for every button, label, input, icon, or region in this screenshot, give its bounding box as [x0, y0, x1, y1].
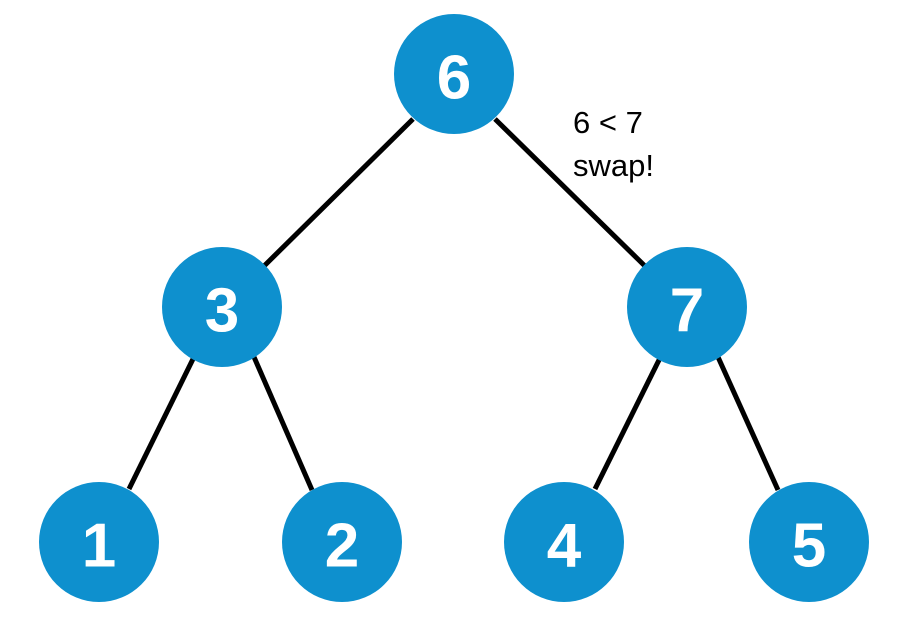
- node-label-left-left: 1: [82, 512, 116, 581]
- tree-node-right-right[interactable]: 5: [749, 482, 869, 602]
- tree-node-root[interactable]: 6: [394, 14, 514, 134]
- node-label-root: 6: [437, 44, 471, 113]
- node-circle-right[interactable]: [627, 247, 747, 367]
- edge-left-to-left-left: [126, 357, 196, 491]
- edge-right-to-right-left: [592, 356, 663, 491]
- edge-left-to-left-right: [251, 356, 315, 491]
- edges-group: [126, 117, 781, 492]
- swap-annotation: 6 < 7 swap!: [573, 105, 654, 183]
- tree-node-left-left[interactable]: 1: [39, 482, 159, 602]
- node-circle-left[interactable]: [162, 247, 282, 367]
- tree-node-right-left[interactable]: 4: [504, 482, 624, 602]
- nodes-group: 6 3 7 1 2 4: [39, 14, 869, 602]
- annotation-comparison-text: 6 < 7: [573, 105, 643, 140]
- edge-root-to-right: [493, 117, 653, 274]
- node-circle-root[interactable]: [394, 14, 514, 134]
- node-label-left-right: 2: [325, 512, 359, 581]
- node-label-right: 7: [670, 277, 704, 346]
- edge-root-to-left: [256, 117, 415, 274]
- annotation-action-text: swap!: [573, 148, 654, 183]
- tree-node-left-right[interactable]: 2: [282, 482, 402, 602]
- node-circle-right-left[interactable]: [504, 482, 624, 602]
- node-label-right-right: 5: [792, 512, 826, 581]
- node-label-left: 3: [205, 277, 239, 346]
- edge-right-to-right-right: [715, 355, 781, 492]
- node-circle-left-right[interactable]: [282, 482, 402, 602]
- node-label-right-left: 4: [547, 512, 582, 581]
- tree-node-right[interactable]: 7: [627, 247, 747, 367]
- node-circle-right-right[interactable]: [749, 482, 869, 602]
- tree-node-left[interactable]: 3: [162, 247, 282, 367]
- node-circle-left-left[interactable]: [39, 482, 159, 602]
